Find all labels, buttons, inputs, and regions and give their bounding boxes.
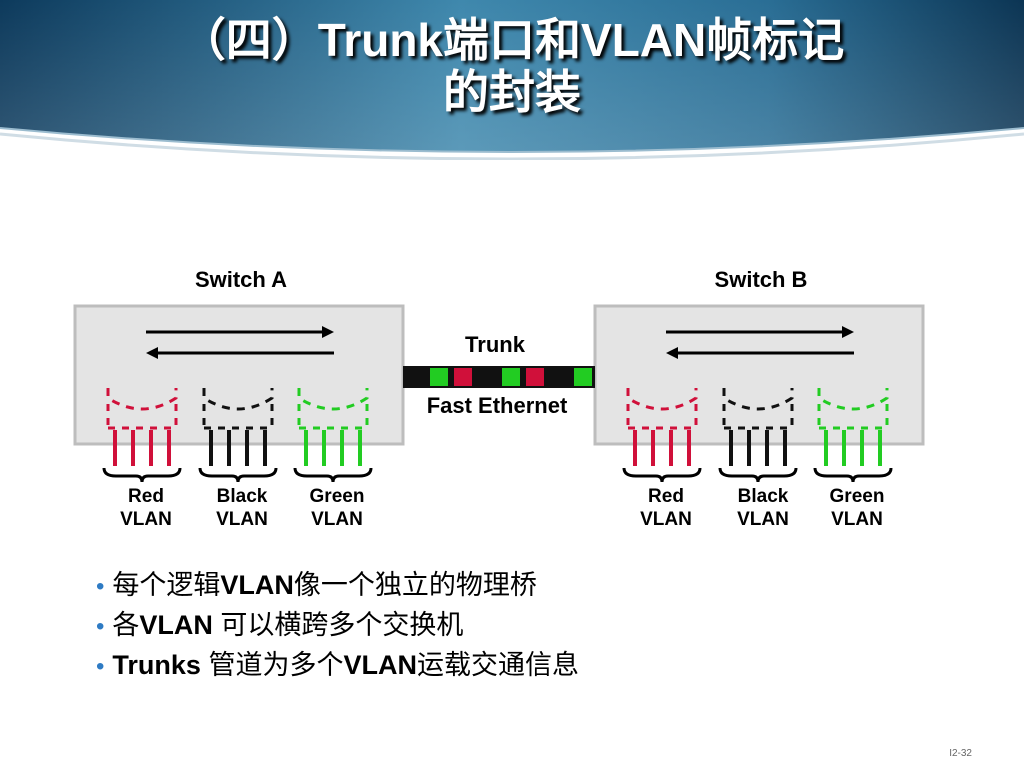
- trunk-diagram: Switch A Switch B Trunk Fast Ethernet Re…: [73, 267, 925, 530]
- bullet-item-2: • 各VLAN 可以横跨多个交换机: [96, 606, 579, 646]
- switch-b-arrows: [666, 326, 854, 359]
- vlan-label-green: Green: [830, 486, 885, 507]
- bullet-text: 每个逻辑: [112, 570, 221, 600]
- switch-a-vlan-labels: Red VLAN Black VLAN Green VLAN: [120, 486, 364, 530]
- vlan-label-black: Black: [217, 486, 268, 507]
- vlan-port-group-black: [718, 388, 798, 483]
- switch-a-label: Switch A: [195, 267, 287, 292]
- arrow-right-icon: [842, 326, 854, 338]
- switch-b-label: Switch B: [715, 267, 808, 292]
- trunk-segment: [430, 368, 448, 386]
- slide-title: （四）Trunk端口和VLAN帧标记 的封装: [0, 14, 1024, 118]
- vlan-port-group-green: [293, 388, 373, 483]
- bullet-bold: VLAN: [343, 650, 417, 680]
- vlan-label-red-2: VLAN: [120, 509, 172, 530]
- trunk-segment: [574, 368, 592, 386]
- page-number: I2-32: [949, 748, 972, 759]
- vlan-label-green: Green: [310, 486, 365, 507]
- bullet-dot-icon: •: [96, 573, 105, 600]
- vlan-label-black-2: VLAN: [737, 509, 789, 530]
- title-line-1: （四）Trunk端口和VLAN帧标记: [179, 14, 845, 66]
- bullet-dot-icon: •: [96, 613, 105, 640]
- switch-a-vlan-groups: [102, 388, 373, 483]
- bullet-bold: VLAN: [220, 570, 294, 600]
- switch-b-vlan-groups: [622, 388, 893, 483]
- fast-ethernet-label: Fast Ethernet: [427, 393, 568, 418]
- bullet-text: 各: [112, 610, 140, 640]
- vlan-label-red: Red: [128, 486, 164, 507]
- vlan-label-black-2: VLAN: [216, 509, 268, 530]
- bullet-list: •每个逻辑VLAN像一个独立的物理桥 •各VLAN 可以横跨多个交换机 •Tru…: [96, 566, 579, 686]
- vlan-label-black: Black: [738, 486, 789, 507]
- bullet-item-3: • Trunks 管道为多个VLAN运载交通信息: [96, 646, 579, 686]
- arrow-left-icon: [146, 347, 158, 359]
- switch-a-box: [73, 304, 405, 446]
- banner-background: [0, 0, 1024, 160]
- vlan-port-group-red: [102, 388, 182, 483]
- arrow-left-icon: [666, 347, 678, 359]
- title-banner: （四）Trunk端口和VLAN帧标记 的封装: [0, 0, 1024, 160]
- bullet-bold: VLAN: [139, 610, 213, 640]
- arrow-right-icon: [322, 326, 334, 338]
- bullet-bold: Trunks: [112, 650, 201, 680]
- brace-icon: [293, 467, 373, 483]
- bullet-text: 可以横跨多个交换机: [212, 610, 464, 640]
- trunk-segment: [454, 368, 472, 386]
- trunk-cable-body: [403, 366, 595, 388]
- brace-icon: [718, 467, 798, 483]
- vlan-port-group-red: [622, 388, 702, 483]
- vlan-label-green-2: VLAN: [311, 509, 363, 530]
- trunk-segment: [502, 368, 520, 386]
- trunk-label: Trunk: [465, 332, 526, 357]
- vlan-label-red: Red: [648, 486, 684, 507]
- vlan-label-red-2: VLAN: [640, 509, 692, 530]
- vlan-port-group-green: [813, 388, 893, 483]
- switch-b-vlan-labels: Red VLAN Black VLAN Green VLAN: [640, 486, 884, 530]
- brace-icon: [622, 467, 702, 483]
- title-line-2: 的封装: [443, 66, 581, 118]
- switch-b-box: [593, 304, 925, 446]
- brace-icon: [198, 467, 278, 483]
- bullet-dot-icon: •: [96, 653, 105, 680]
- vlan-label-green-2: VLAN: [831, 509, 883, 530]
- brace-icon: [102, 467, 182, 483]
- bullet-text: 管道为多个: [200, 650, 344, 680]
- switch-a-arrows: [146, 326, 334, 359]
- vlan-port-group-black: [198, 388, 278, 483]
- trunk-cable: [403, 366, 595, 388]
- trunk-segment: [526, 368, 544, 386]
- bullet-item-1: • 每个逻辑VLAN像一个独立的物理桥: [96, 566, 579, 606]
- bullet-text: 运载交通信息: [416, 650, 579, 680]
- bullet-text: 像一个独立的物理桥: [293, 570, 537, 600]
- brace-icon: [813, 467, 893, 483]
